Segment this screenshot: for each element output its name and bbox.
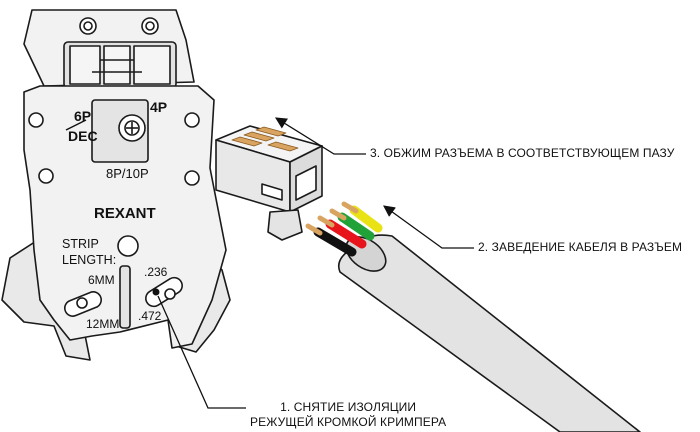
callout-step1-line2: РЕЖУЩЕЙ КРОМКОЙ КРИМПЕРА [250,415,447,429]
screw-icon [38,168,54,184]
brand-logo: REXANT [94,205,156,222]
label-472: .472 [138,309,162,323]
callout-step3: 3. ОБЖИМ РАЗЪЕМА В СООТВЕТСТВУЮЩЕМ ПАЗУ [370,146,675,160]
label-12mm: 12MM [86,317,119,331]
label-8p10p: 8P/10P [106,166,149,181]
cable [305,201,641,432]
callout-step1-line1: 1. СНЯТИЕ ИЗОЛЯЦИИ [280,400,417,414]
screw-icon [184,112,200,128]
screw-icon [28,112,44,128]
latch-tab [267,209,303,241]
label-6p: 6P [74,108,91,124]
callout-step1: 1. СНЯТИЕ ИЗОЛЯЦИИ РЕЖУЩЕЙ КРОМКОЙ КРИМП… [250,400,446,430]
leader-lines [157,117,474,409]
label-6mm: 6MM [88,273,115,287]
tool-labels: 6P DEC 4P 8P/10P REXANT STRIP LENGTH: 6M… [62,99,168,331]
arrow-step2 [383,205,474,249]
callout-step2: 2. ЗАВЕДЕНИЕ КАБЕЛЯ В РАЗЪЕМ [478,240,683,254]
label-length: LENGTH: [62,253,116,267]
pivot-icon [117,235,139,257]
screw-icon [184,170,200,186]
arrow-step3 [275,117,366,155]
cutting-edge-dot [152,288,160,296]
crimper-tool [1,9,231,361]
label-4p: 4P [150,99,167,115]
label-strip: STRIP [62,237,99,251]
leader-step1 [157,295,246,409]
rj-connector [215,125,323,241]
label-dec: DEC [68,128,98,144]
cutter-blade [119,265,131,329]
label-236: .236 [144,265,168,279]
